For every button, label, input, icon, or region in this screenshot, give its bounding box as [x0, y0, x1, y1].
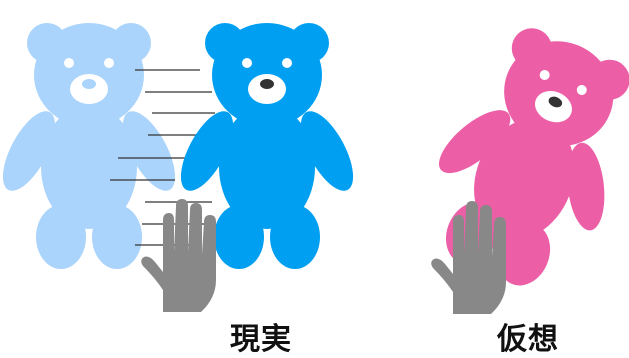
bear-eye [539, 70, 550, 81]
bear-eye [282, 58, 292, 68]
bear-eye [64, 58, 74, 68]
real-bear [170, 23, 364, 269]
caption-real: 現実 [230, 322, 292, 357]
bear-nose [260, 79, 274, 89]
bear-nose [548, 96, 563, 108]
hand-icon [141, 199, 216, 312]
bear-eye [576, 85, 587, 96]
ghost-bear [0, 23, 186, 269]
teddy-bear-icon [0, 23, 186, 269]
real-hand [141, 199, 216, 312]
bear-eye [242, 58, 252, 68]
caption-virtual: 仮想 [497, 322, 559, 357]
bear-nose [82, 79, 96, 89]
virtual-bear [396, 9, 629, 310]
bear-eye [104, 58, 114, 68]
